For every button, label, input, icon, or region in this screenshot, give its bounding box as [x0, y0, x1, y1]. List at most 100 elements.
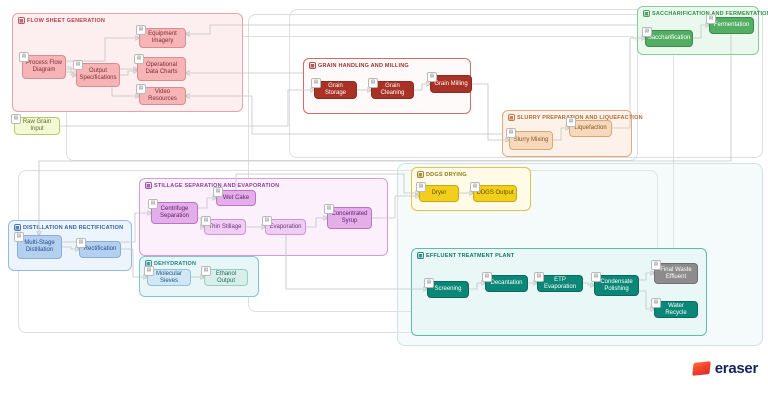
node-label: Operational Data Charts — [145, 62, 178, 75]
recycle-icon: ▤ — [651, 298, 661, 308]
group-title-text: DISTILLATION AND RECTIFICATION — [23, 224, 124, 231]
node-wet-cake[interactable]: ▤Wet Cake — [213, 187, 256, 206]
process-icon: ▤ — [416, 182, 426, 192]
folder-icon: ▦ — [643, 10, 650, 17]
group-title: ▦DDGS DRYING — [417, 171, 467, 178]
process-icon: ▤ — [591, 272, 601, 282]
node-water-recycle[interactable]: ▤ Water Recycle — [651, 298, 698, 318]
group-title: ▦FLOW SHEET GENERATION — [18, 17, 105, 24]
process-icon: ▤ — [706, 14, 716, 24]
group-title-text: GRAIN HANDLING AND MILLING — [318, 62, 409, 69]
folder-icon: ▦ — [18, 17, 25, 24]
node-label: Concentrated Syrup — [331, 211, 368, 224]
output-icon: ▤ — [201, 216, 211, 226]
group-title: ▦SACCHARIFICATION AND FERMENTATION — [643, 10, 768, 17]
group-title-text: SLURRY PREPARATION AND LIQUEFACTION — [517, 114, 643, 121]
node-ddgs-output[interactable]: ▤DDGS Output — [470, 182, 517, 202]
node-label: Wet Cake — [222, 194, 250, 201]
node-label: Liquefaction — [574, 125, 607, 132]
process-icon: ▤ — [482, 272, 492, 282]
node-grain-cleaning[interactable]: ▤Grain Cleaning — [368, 78, 414, 99]
process-icon: ▤ — [566, 117, 576, 127]
image-icon: ▤ — [136, 25, 146, 35]
node-label: Multi-Stage Distillation — [24, 240, 55, 253]
group-title: ▦DISTILLATION AND RECTIFICATION — [14, 224, 123, 231]
node-condensate-polishing[interactable]: ▤Condensate Polishing — [591, 272, 639, 296]
node-final-waste-effluent[interactable]: ▤Final Waste Effluent — [651, 260, 698, 284]
process-icon: ▤ — [642, 27, 652, 37]
process-icon: ▤ — [144, 266, 154, 276]
node-ethanol-output[interactable]: ▤Ethanol Output — [201, 266, 248, 286]
group-title-text: DEHYDRATION — [154, 260, 197, 267]
node-label: Grain Milling — [434, 80, 468, 87]
node-label: Water Recycle — [665, 302, 687, 316]
node-saccharification[interactable]: ▤Saccharification — [642, 27, 693, 47]
node-fermentation[interactable]: ▤Fermentation — [706, 14, 754, 34]
node-label: Fermentation — [713, 22, 750, 29]
output-icon: ▤ — [213, 187, 223, 197]
group-title: ▦GRAIN HANDLING AND MILLING — [309, 62, 409, 69]
video-icon: ▤ — [136, 84, 146, 94]
eraser-logo-icon — [691, 361, 711, 376]
node-slurry-mixing[interactable]: ▤Slurry Mixing — [506, 128, 553, 150]
storage-icon: ▤ — [311, 78, 321, 88]
node-concentrated-syrup[interactable]: ▤Concentrated Syrup — [324, 204, 372, 229]
node-label: Screening — [434, 286, 462, 293]
node-label: Grain Storage — [324, 83, 346, 96]
group-title-text: EFFLUENT TREATMENT PLANT — [426, 252, 515, 259]
group-title-text: FLOW SHEET GENERATION — [27, 17, 106, 24]
output-icon: ▤ — [324, 204, 334, 214]
folder-icon: ▦ — [145, 182, 152, 189]
node-label: Dryer — [431, 190, 447, 197]
node-label: Evaporation — [269, 223, 302, 230]
node-label: Decantation — [490, 280, 523, 287]
node-grain-milling[interactable]: ▤Grain Milling — [427, 72, 472, 93]
node-label: Final Waste Effluent — [660, 266, 692, 280]
node-label: Condensate Polishing — [600, 278, 633, 292]
node-raw-grain-input[interactable]: ▤Raw Grain Input — [11, 114, 60, 135]
process-icon: ▤ — [14, 232, 24, 242]
document-icon: ▤ — [73, 60, 83, 70]
group-title: ▦STILLAGE SEPARATION AND EVAPORATION — [145, 182, 279, 189]
node-output-specifications[interactable]: ▤Output Specifications — [73, 60, 120, 87]
output-icon: ▤ — [651, 260, 661, 270]
folder-icon: ▦ — [508, 114, 515, 121]
node-label: Raw Grain Input — [22, 119, 52, 132]
process-icon: ▤ — [262, 216, 272, 226]
node-multi-stage-distillation[interactable]: ▤Multi-Stage Distillation — [14, 232, 62, 259]
node-label: Rectification — [83, 246, 117, 253]
input-icon: ▤ — [11, 114, 21, 124]
node-decantation[interactable]: ▤Decantation — [482, 272, 528, 292]
process-icon: ▤ — [368, 78, 378, 88]
node-rectification[interactable]: ▤Rectification — [76, 238, 121, 258]
node-evaporation[interactable]: ▤Evaporation — [262, 216, 306, 235]
node-centrifuge-separation[interactable]: ▤Centrifuge Separation — [148, 199, 198, 224]
node-label: Process Flow Diagram — [25, 60, 62, 73]
node-etp-evaporation[interactable]: ▤ETP Evaporation — [534, 272, 583, 292]
node-liquefaction[interactable]: ▤Liquefaction — [566, 117, 612, 137]
process-icon: ▤ — [424, 278, 434, 288]
process-icon: ▤ — [148, 199, 158, 209]
folder-icon: ▦ — [14, 224, 21, 231]
node-thin-stillage[interactable]: ▤Thin Stillage — [201, 216, 246, 235]
eraser-logo-text: eraser — [714, 360, 759, 377]
group-title-text: DDGS DRYING — [426, 171, 467, 178]
node-label: Grain Cleaning — [380, 83, 405, 96]
node-video-resources[interactable]: ▤Video Resources — [136, 84, 186, 105]
group-title-text: STILLAGE SEPARATION AND EVAPORATION — [154, 182, 280, 189]
node-grain-storage[interactable]: ▤Grain Storage — [311, 78, 357, 99]
node-dryer[interactable]: ▤ Dryer — [416, 182, 459, 202]
node-equipment-imagery[interactable]: ▤Equipment Imagery — [136, 25, 186, 48]
output-icon: ▤ — [470, 182, 480, 192]
chart-icon: ▤ — [134, 54, 144, 64]
node-label: Equipment Imagery — [148, 31, 177, 44]
node-label: ETP Evaporation — [543, 276, 577, 290]
node-operational-data-charts[interactable]: ▤Operational Data Charts — [134, 54, 186, 81]
node-process-flow-diagram[interactable]: ▤Process Flow Diagram — [19, 52, 66, 79]
eraser-logo[interactable]: eraser — [691, 360, 759, 377]
group-title-text: SACCHARIFICATION AND FERMENTATION — [652, 10, 768, 17]
node-screening[interactable]: ▤Screening — [424, 278, 469, 298]
node-molecular-sieves[interactable]: ▤Molecular Sieves — [144, 266, 191, 286]
